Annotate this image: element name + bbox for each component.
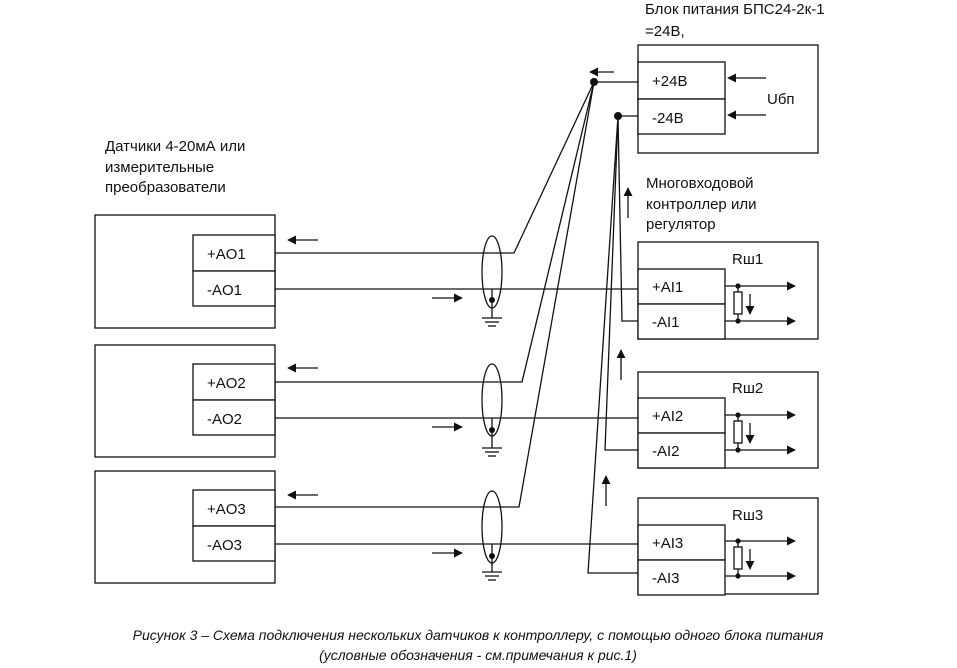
controller-channel-3-minus-terminal xyxy=(637,559,726,596)
sensor-1-minus-terminal xyxy=(192,270,276,307)
shunt-2 xyxy=(725,410,796,455)
sensor-1-plus-wire xyxy=(275,81,595,254)
psu-minus-terminal xyxy=(637,98,726,135)
shield-1 xyxy=(481,235,503,327)
sensor-2-plus-wire xyxy=(275,81,595,383)
sensor-2-plus-label: +AO2 xyxy=(207,375,246,392)
shield-2 xyxy=(481,363,503,457)
wires xyxy=(275,67,638,574)
sensors-title-line3: преобразователи xyxy=(105,179,226,196)
controller-title-line3: регулятор xyxy=(646,216,716,233)
shunt-3-label: Rш3 xyxy=(732,507,763,524)
psu-voltage-title: =24В, xyxy=(645,23,685,40)
sensors-title-line2: измерительные xyxy=(105,159,214,176)
cable-1-shield-node xyxy=(489,297,495,303)
controller-channel-2-plus-terminal xyxy=(637,397,726,434)
controller-title-line2: контроллер или xyxy=(646,196,756,213)
controller-group: Многовходовой контроллер или регулятор +… xyxy=(637,175,819,596)
cable-3-shield-node xyxy=(489,553,495,559)
sensor-3-plus-wire xyxy=(275,81,595,508)
shunt-2-label: Rш2 xyxy=(732,380,763,397)
controller-3-minus-wire xyxy=(587,115,638,574)
psu-minus-label: -24В xyxy=(652,110,684,127)
figure-caption: Рисунок 3 – Схема подключения нескольких… xyxy=(133,627,824,643)
shunt-1 xyxy=(725,281,796,326)
controller-channel-1-minus-terminal xyxy=(637,303,726,340)
sensor-3-minus-label: -AO3 xyxy=(207,537,242,554)
shunt-1-node-top xyxy=(735,283,741,289)
sensor-1-plus-label: +AO1 xyxy=(207,246,246,263)
controller-channel-1-plus-terminal xyxy=(637,268,726,305)
power-supply-block: Блок питания БПС24-2к-1 =24В, +24В -24В … xyxy=(637,1,825,154)
shunt-3-node-bottom xyxy=(735,573,741,579)
shunt-2-node-bottom xyxy=(735,447,741,453)
controller-channel-3-minus-label: -AI3 xyxy=(652,570,680,587)
controller-channel-3-plus-label: +AI3 xyxy=(652,535,683,552)
shunt-3-node-top xyxy=(735,538,741,544)
psu-input-voltage-label: Uбп xyxy=(767,91,795,108)
shunt-1-resistor xyxy=(733,291,743,315)
controller-channel-2-minus-label: -AI2 xyxy=(652,443,680,460)
psu-title: Блок питания БПС24-2к-1 xyxy=(645,1,825,18)
controller-2-minus-wire xyxy=(604,115,638,451)
cable-2-shield-node xyxy=(489,427,495,433)
sensor-3-plus-label: +AO3 xyxy=(207,501,246,518)
psu-plus-terminal xyxy=(637,61,726,100)
figure-caption-note: (условные обозначения - см.примечания к … xyxy=(319,647,637,663)
sensors-title-line1: Датчики 4-20мА или xyxy=(105,138,245,155)
shunt-2-node-top xyxy=(735,412,741,418)
controller-1-minus-wire xyxy=(617,115,638,322)
sensor-2-minus-label: -AO2 xyxy=(207,411,242,428)
shunt-3 xyxy=(725,536,796,581)
psu-plus-label: +24В xyxy=(652,73,687,90)
shunt-1-node-bottom xyxy=(735,318,741,324)
controller-title-line1: Многовходовой xyxy=(646,175,754,192)
sensors-group: Датчики 4-20мА или измерительные преобра… xyxy=(94,138,276,584)
controller-channel-2-plus-label: +AI2 xyxy=(652,408,683,425)
controller-channel-3-plus-terminal xyxy=(637,524,726,561)
sensor-2-minus-terminal xyxy=(192,399,276,436)
sensor-1-minus-label: -AO1 xyxy=(207,282,242,299)
shunt-1-label: Rш1 xyxy=(732,251,763,268)
shield-3 xyxy=(481,490,503,581)
controller-channel-1-plus-label: +AI1 xyxy=(652,279,683,296)
sensor-3-minus-terminal xyxy=(192,525,276,562)
shunt-2-resistor xyxy=(733,420,743,444)
controller-channel-1-minus-label: -AI1 xyxy=(652,314,680,331)
sensor-3-plus-terminal xyxy=(192,489,276,527)
shunt-3-resistor xyxy=(733,546,743,570)
